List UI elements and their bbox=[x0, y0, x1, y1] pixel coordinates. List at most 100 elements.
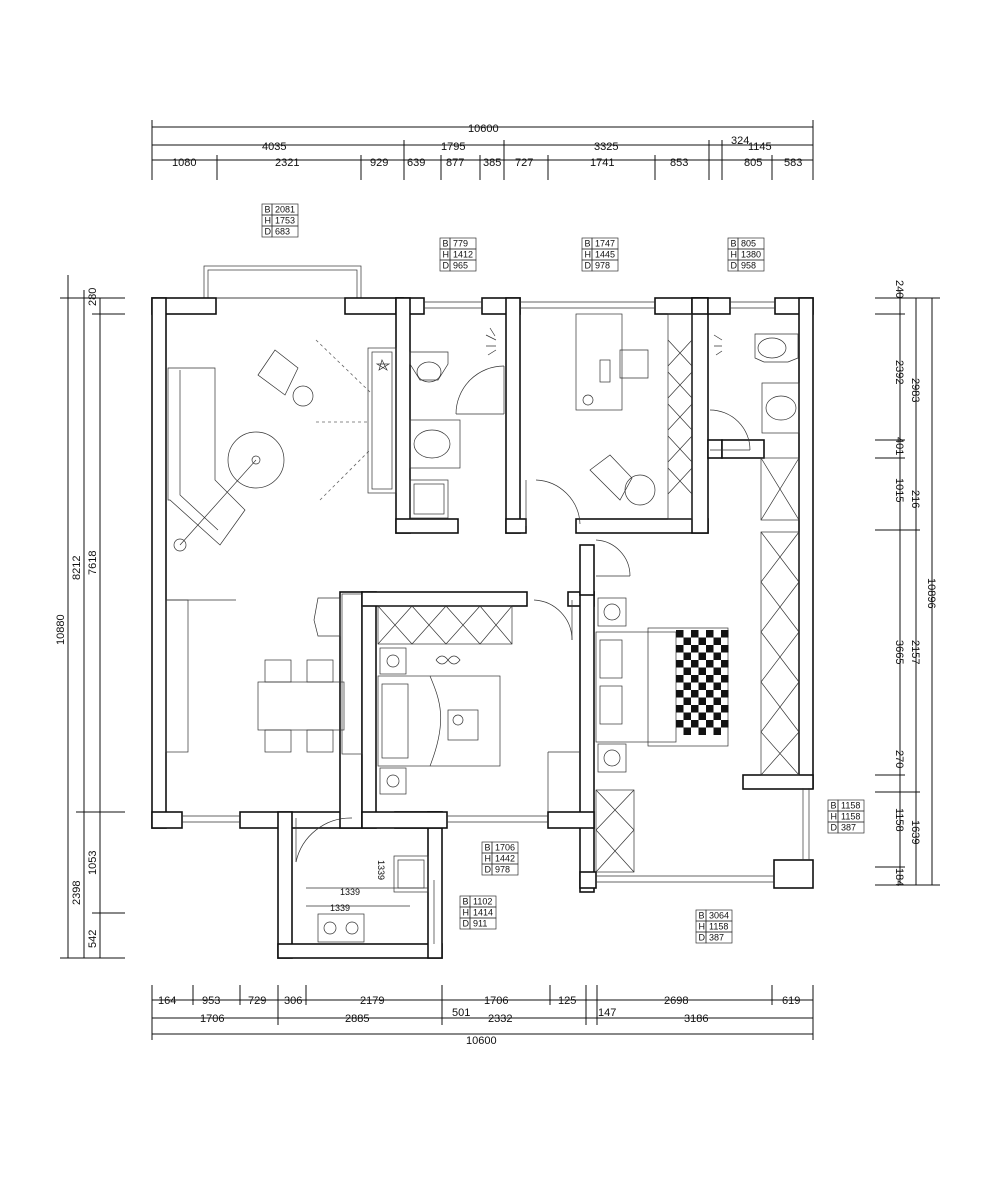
dim-label: 2179 bbox=[360, 995, 384, 1007]
middle-bedroom bbox=[377, 599, 580, 812]
blanket-square bbox=[698, 682, 706, 690]
table-value: 1414 bbox=[473, 908, 493, 918]
table-value: 2081 bbox=[275, 205, 295, 215]
table-value: 3064 bbox=[709, 911, 729, 921]
right-dims: 2983 216 2157 1639 10896 240 2392 401 10… bbox=[893, 280, 937, 886]
dim-label: 270 bbox=[893, 750, 905, 768]
top-dimension-lines bbox=[151, 120, 814, 180]
table-key: B bbox=[265, 205, 271, 215]
table-value: 958 bbox=[741, 261, 756, 271]
dim-label: 1015 bbox=[893, 478, 905, 502]
table-value: 1445 bbox=[595, 250, 615, 260]
left-total-dim: 10880 bbox=[55, 614, 67, 645]
table-value: 1158 bbox=[841, 812, 860, 822]
ceiling-light-icon-2 bbox=[713, 334, 723, 356]
dim-label: 727 bbox=[515, 157, 533, 169]
dim-label: 953 bbox=[202, 995, 220, 1007]
table-value: 1442 bbox=[495, 854, 515, 864]
table-value: 1158 bbox=[841, 801, 860, 811]
kitchen bbox=[295, 817, 429, 943]
blanket-square bbox=[706, 720, 714, 728]
table-key: B bbox=[485, 843, 491, 853]
blanket-square bbox=[683, 727, 691, 735]
dim-label: 583 bbox=[784, 157, 802, 169]
table-key: D bbox=[485, 865, 492, 875]
blanket-square bbox=[691, 675, 699, 683]
dim-label: 1053 bbox=[87, 851, 99, 875]
blanket-square bbox=[706, 645, 714, 653]
dim-label: 1145 bbox=[748, 141, 772, 153]
blanket-square bbox=[721, 720, 729, 728]
blanket-square bbox=[713, 712, 721, 720]
blanket-square bbox=[698, 697, 706, 705]
slippers-icon bbox=[435, 655, 461, 665]
dim-label: 639 bbox=[407, 157, 425, 169]
sideboard-left bbox=[165, 599, 189, 753]
bookshelf bbox=[667, 313, 693, 520]
dim-label: 2157 bbox=[909, 640, 921, 664]
ceiling-light-icon bbox=[485, 327, 497, 356]
dim-label: 8212 bbox=[71, 556, 83, 580]
table-key: B bbox=[585, 239, 591, 249]
nightstand-top bbox=[597, 597, 627, 627]
blanket-square bbox=[691, 630, 699, 638]
dim-label: 7618 bbox=[87, 551, 99, 575]
blanket-square bbox=[683, 652, 691, 660]
sink-icon-2 bbox=[765, 395, 797, 421]
table-key: D bbox=[831, 823, 838, 833]
left-dimension-lines bbox=[60, 275, 125, 959]
table-key: H bbox=[585, 250, 592, 260]
chair-icon bbox=[619, 349, 649, 379]
dim-label: 877 bbox=[446, 157, 464, 169]
wardrobe-right bbox=[760, 457, 800, 776]
dim-label: 385 bbox=[483, 157, 501, 169]
table-value: 978 bbox=[495, 865, 510, 875]
blanket-square bbox=[676, 660, 684, 668]
stove-icon bbox=[317, 913, 365, 943]
floor-lamp bbox=[227, 431, 285, 489]
blanket-square bbox=[721, 645, 729, 653]
bed-frame bbox=[595, 631, 677, 743]
toilet-icon-2 bbox=[754, 333, 799, 363]
sink-icon bbox=[413, 429, 451, 459]
top-total-dim: 10600 bbox=[468, 123, 499, 135]
blanket-square bbox=[676, 645, 684, 653]
blanket-square bbox=[698, 652, 706, 660]
dim-label: 2885 bbox=[345, 1013, 369, 1025]
table-key: D bbox=[463, 919, 470, 929]
nightstand-bottom bbox=[597, 743, 627, 773]
blanket-square bbox=[706, 660, 714, 668]
blanket-square bbox=[683, 637, 691, 645]
table-key: D bbox=[731, 261, 738, 271]
table-value: 978 bbox=[595, 261, 610, 271]
blanket-square bbox=[706, 705, 714, 713]
dim-label: 164 bbox=[158, 995, 176, 1007]
blanket-square bbox=[713, 697, 721, 705]
table-key: B bbox=[463, 897, 469, 907]
blanket-square bbox=[691, 660, 699, 668]
wardrobe-bottom bbox=[595, 789, 635, 873]
table-value: 965 bbox=[453, 261, 468, 271]
dim-label: 1795 bbox=[441, 141, 465, 153]
dim-label: 2392 bbox=[893, 360, 905, 384]
table-value: 387 bbox=[841, 823, 856, 833]
dim-label: 1080 bbox=[172, 157, 196, 169]
left-dims: 10880 8212 2398 280 7618 1053 542 bbox=[55, 288, 99, 948]
side-table bbox=[292, 385, 314, 407]
kitchen-dim-label: 1339 bbox=[330, 903, 350, 913]
table-key: H bbox=[699, 922, 706, 932]
table-key: B bbox=[443, 239, 449, 249]
plant-icon bbox=[375, 359, 391, 371]
table-key: H bbox=[463, 908, 470, 918]
table-key: D bbox=[585, 261, 592, 271]
blanket-square bbox=[713, 637, 721, 645]
top-row1-dims: 4035 1795 3325 324 1145 bbox=[262, 135, 772, 153]
checkered-blanket bbox=[676, 630, 729, 735]
blanket-square bbox=[721, 705, 729, 713]
blanket-square bbox=[683, 712, 691, 720]
dim-label: 929 bbox=[370, 157, 388, 169]
table-key: B bbox=[699, 911, 705, 921]
blanket-square bbox=[706, 675, 714, 683]
